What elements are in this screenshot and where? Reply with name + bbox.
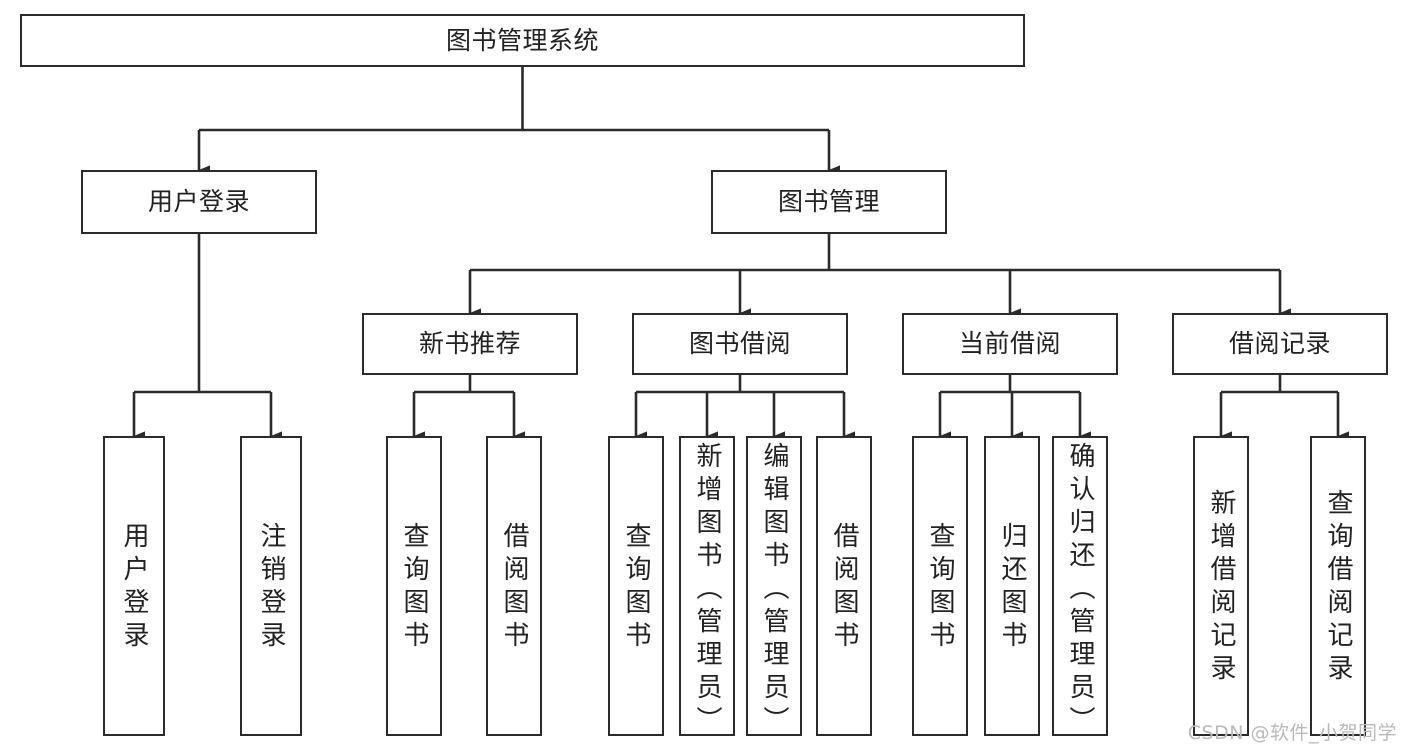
- node-label: 注销登录: [256, 522, 286, 654]
- node-label: 用户登录: [119, 522, 149, 654]
- node-leaf10[interactable]: 归还图书: [984, 436, 1040, 736]
- node-label: 查询图书: [621, 522, 651, 654]
- node-leaf4[interactable]: 借阅图书: [486, 436, 542, 736]
- node-label: 图书借阅: [688, 329, 791, 359]
- node-label: 用户登录: [147, 187, 250, 217]
- node-borrow[interactable]: 图书借阅: [632, 313, 848, 375]
- node-label: 借阅记录: [1228, 329, 1331, 359]
- node-newbook[interactable]: 新书推荐: [362, 313, 578, 375]
- node-label: 当前借阅: [958, 329, 1061, 359]
- node-label: 归还图书: [997, 522, 1027, 654]
- node-label: 新书推荐: [418, 329, 521, 359]
- node-records[interactable]: 借阅记录: [1172, 313, 1388, 375]
- node-leaf5[interactable]: 查询图书: [608, 436, 664, 736]
- node-label: 新增图书（管理员）: [692, 442, 722, 739]
- node-leaf12[interactable]: 新增借阅记录: [1193, 436, 1249, 736]
- node-root[interactable]: 图书管理系统: [20, 14, 1025, 67]
- node-bookmgmt[interactable]: 图书管理: [711, 170, 947, 234]
- csdn-watermark: CSDN @软件_小贺同学: [1187, 722, 1397, 744]
- node-label: 借阅图书: [829, 522, 859, 654]
- node-leaf13[interactable]: 查询借阅记录: [1310, 436, 1366, 736]
- node-label: 图书管理: [777, 187, 880, 217]
- node-leaf2[interactable]: 注销登录: [240, 436, 302, 736]
- node-label: 查询图书: [925, 522, 955, 654]
- node-label: 查询图书: [399, 522, 429, 654]
- node-leaf9[interactable]: 查询图书: [912, 436, 968, 736]
- node-leaf1[interactable]: 用户登录: [103, 436, 165, 736]
- node-label: 新增借阅记录: [1206, 489, 1236, 687]
- node-leaf8[interactable]: 借阅图书: [816, 436, 872, 736]
- node-current[interactable]: 当前借阅: [902, 313, 1118, 375]
- node-label: 借阅图书: [499, 522, 529, 654]
- node-label: 编辑图书（管理员）: [759, 442, 789, 739]
- node-leaf11[interactable]: 确认归还（管理员）: [1052, 436, 1108, 739]
- node-leaf6[interactable]: 新增图书（管理员）: [679, 436, 735, 739]
- node-label: 图书管理系统: [445, 25, 599, 55]
- node-label: 确认归还（管理员）: [1065, 442, 1095, 739]
- node-leaf3[interactable]: 查询图书: [386, 436, 442, 736]
- node-label: 查询借阅记录: [1323, 489, 1353, 687]
- node-leaf7[interactable]: 编辑图书（管理员）: [746, 436, 802, 739]
- node-login[interactable]: 用户登录: [81, 170, 317, 234]
